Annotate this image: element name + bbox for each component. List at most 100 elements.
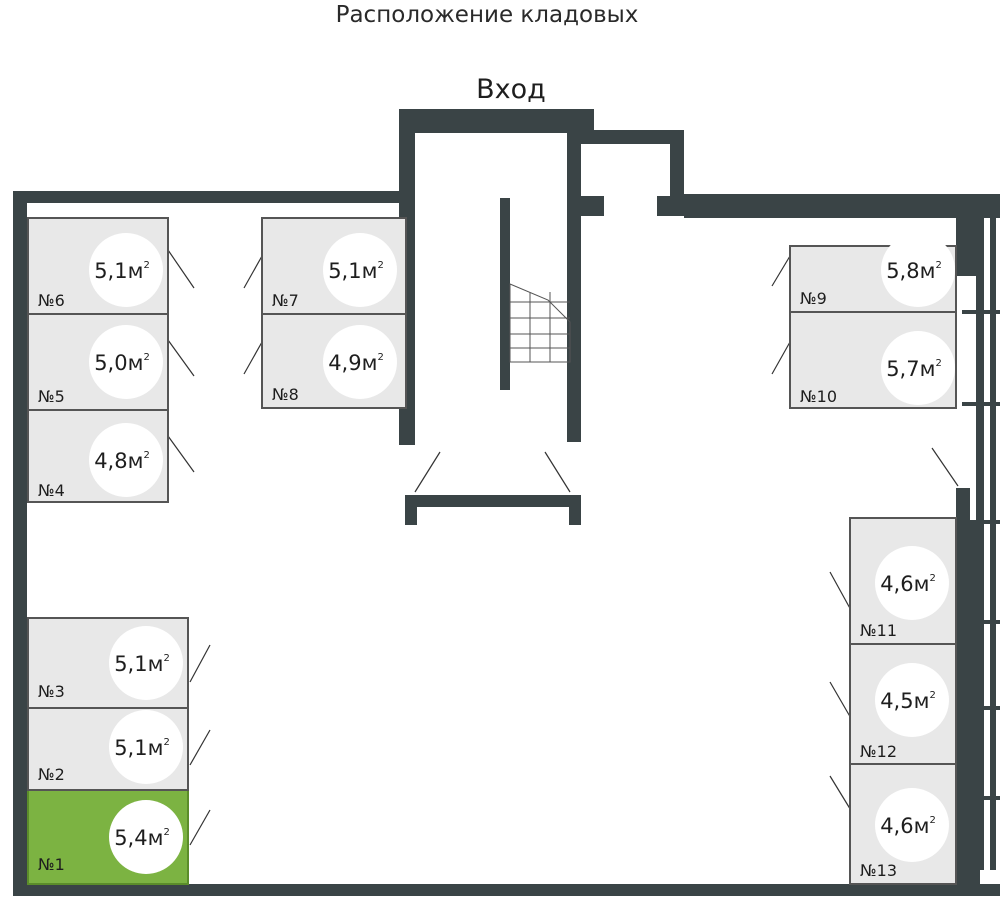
door-swing — [189, 644, 211, 683]
door-swing — [771, 255, 791, 287]
wall-segment — [962, 520, 1000, 524]
wall-segment — [976, 210, 984, 870]
storage-room[interactable]: 5,8м2 №9 — [789, 233, 957, 313]
stair-outline — [509, 283, 571, 363]
room-area: 5,1м2 — [94, 259, 150, 283]
door-swing — [167, 249, 195, 289]
area-circle — [881, 233, 955, 307]
wall-segment — [13, 191, 403, 203]
room-number: №4 — [38, 481, 65, 500]
room-area: 4,6м2 — [880, 814, 936, 838]
area-circle — [109, 800, 183, 874]
door-swing — [931, 447, 959, 487]
wall-segment — [962, 706, 1000, 710]
wall-segment — [990, 210, 996, 870]
wall-segment — [970, 196, 1000, 210]
area-circle — [109, 710, 183, 784]
storage-room[interactable]: 4,9м2 №8 — [261, 313, 407, 409]
area-circle — [323, 233, 397, 307]
storage-room[interactable]: 5,0м2 №5 — [27, 313, 169, 411]
stair-rail — [500, 198, 510, 390]
room-area: 4,8м2 — [94, 449, 150, 473]
storage-room[interactable]: 4,6м2 №13 — [849, 763, 957, 885]
room-area: 4,9м2 — [328, 351, 384, 375]
door-swing — [829, 681, 853, 721]
door-swing — [829, 775, 853, 813]
wall-segment — [956, 488, 970, 896]
door-swing — [414, 451, 441, 493]
wall-segment — [581, 130, 684, 144]
door-swing — [167, 435, 195, 473]
room-number: №7 — [272, 291, 299, 310]
door-swing — [189, 809, 211, 846]
room-area: 5,4м2 — [114, 826, 170, 850]
area-circle — [875, 546, 949, 620]
wall-segment — [405, 495, 417, 525]
wall-segment — [956, 196, 976, 276]
door-swing — [189, 729, 211, 766]
room-area: 5,1м2 — [114, 736, 170, 760]
plan-title: Расположение кладовых — [336, 2, 639, 28]
room-area: 5,8м2 — [886, 259, 942, 283]
storage-rooms: 5,4м2 №1 5,1м2 №2 5,1м2 №3 4,8м2 №4 5,0м2 №5 5,1м2… — [27, 217, 957, 885]
room-number: №2 — [38, 765, 65, 784]
storage-room[interactable]: 5,1м2 №3 — [27, 617, 189, 709]
room-area: 5,1м2 — [114, 652, 170, 676]
wall-segment — [962, 402, 1000, 406]
wall-segment — [657, 196, 684, 216]
room-area: 5,7м2 — [886, 357, 942, 381]
room-number: №5 — [38, 387, 65, 406]
wall-segment — [399, 109, 594, 133]
area-circle — [323, 325, 397, 399]
area-circle — [109, 626, 183, 700]
wall-segment — [581, 196, 604, 216]
wall-segment — [567, 130, 581, 442]
room-number: №10 — [800, 387, 837, 406]
wall-segment — [569, 495, 581, 525]
room-number: №9 — [800, 289, 827, 308]
room-number: №8 — [272, 385, 299, 404]
wall-segment — [405, 495, 581, 507]
storage-room[interactable]: 5,7м2 №10 — [789, 311, 957, 409]
door-swing — [243, 341, 263, 375]
entrance-label: Вход — [476, 74, 546, 105]
wall-segment — [670, 130, 684, 196]
door-swing — [829, 571, 853, 613]
storage-room[interactable]: 4,5м2 №12 — [849, 643, 957, 765]
door-swing — [771, 341, 791, 375]
door-swing — [167, 339, 195, 377]
door-swing — [243, 255, 263, 289]
room-area: 5,1м2 — [328, 259, 384, 283]
door-swings — [167, 249, 959, 846]
room-number: №1 — [38, 855, 65, 874]
room-number: №12 — [860, 742, 897, 761]
wall-segment — [705, 200, 727, 218]
room-area: 5,0м2 — [94, 351, 150, 375]
area-circle — [875, 663, 949, 737]
storage-room[interactable]: 5,1м2 №2 — [27, 707, 189, 791]
area-circle — [881, 331, 955, 405]
area-circle — [89, 233, 163, 307]
wall-segment — [884, 200, 904, 218]
walls — [13, 109, 1000, 896]
staircase — [500, 198, 571, 390]
wall-segment — [962, 796, 1000, 800]
area-circle — [875, 788, 949, 862]
room-area: 4,5м2 — [880, 689, 936, 713]
area-circle — [89, 423, 163, 497]
wall-segment — [13, 191, 27, 891]
door-swing — [544, 451, 571, 493]
storage-room[interactable]: 5,1м2 №7 — [261, 217, 407, 315]
storage-room[interactable]: 4,8м2 №4 — [27, 409, 169, 503]
storage-room[interactable]: 5,1м2 №6 — [27, 217, 169, 315]
room-area: 4,6м2 — [880, 572, 936, 596]
wall-segment — [962, 620, 1000, 624]
room-number: №3 — [38, 682, 65, 701]
room-number: №13 — [860, 861, 897, 880]
storage-room[interactable]: 5,4м2 №1 — [27, 789, 189, 885]
area-circle — [89, 325, 163, 399]
wall-segment — [684, 194, 1000, 218]
room-number: №6 — [38, 291, 65, 310]
